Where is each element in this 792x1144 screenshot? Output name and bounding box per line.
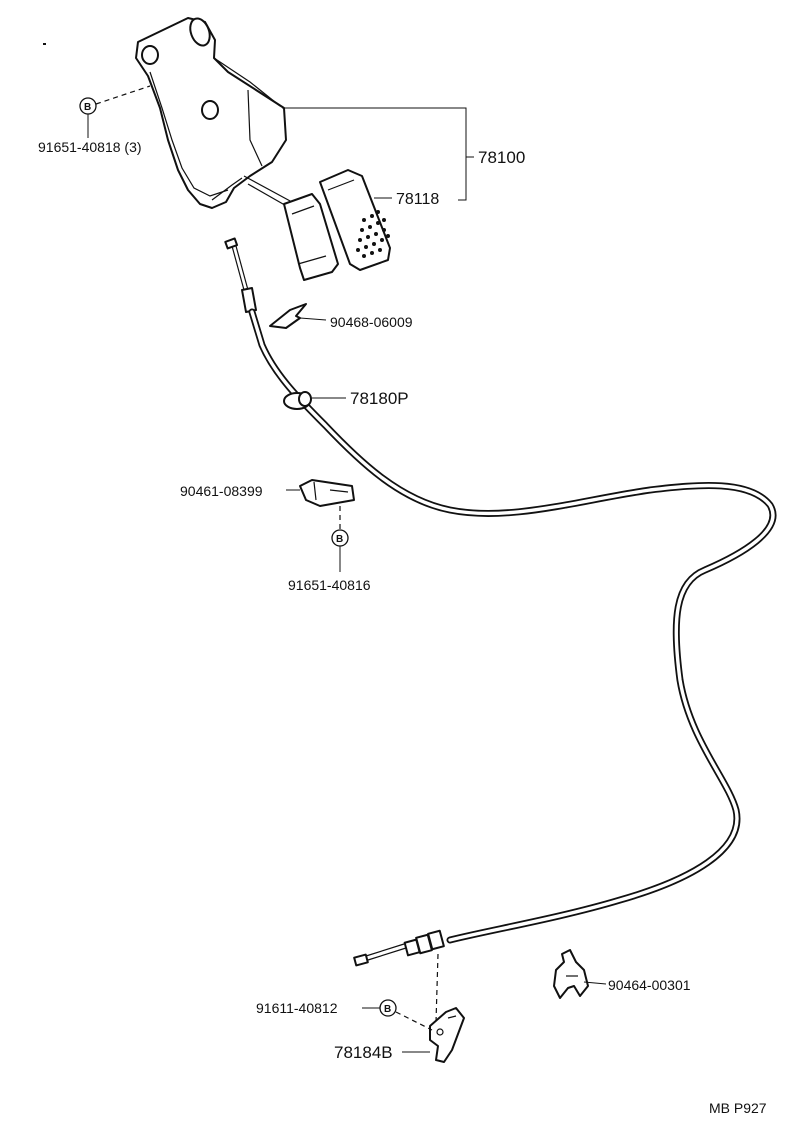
label-90468-06009: 90468-06009 xyxy=(330,314,413,330)
pedal-pad-78118 xyxy=(319,169,391,271)
clip-90464-00301 xyxy=(553,949,589,999)
label-91611-40812: 91611-40812 xyxy=(256,1000,338,1016)
leader-90468 xyxy=(299,317,327,321)
stray-mark xyxy=(43,43,46,45)
corner-code: MB P927 xyxy=(709,1100,767,1116)
pad-texture-dots xyxy=(356,210,390,258)
label-78180P: 78180P xyxy=(350,389,409,408)
label-90461-08399: 90461-08399 xyxy=(180,483,263,499)
clamp-90461-08399 xyxy=(299,479,355,507)
pedal-pad-assembled xyxy=(283,193,339,281)
clip-90468-06009 xyxy=(269,303,307,329)
bolt-symbol-bottom: B xyxy=(362,999,433,1031)
bolt-letter: B xyxy=(336,534,343,545)
label-78184B: 78184B xyxy=(334,1043,393,1062)
pedal-bracket xyxy=(135,17,287,209)
leader-78100 xyxy=(282,107,474,201)
dash-cable-bracket xyxy=(435,953,439,1023)
label-91651-40818: 91651-40818 (3) xyxy=(38,139,142,155)
leader-90464 xyxy=(583,981,607,985)
bolt-symbol-middle: B xyxy=(331,529,349,572)
label-78118: 78118 xyxy=(396,191,439,208)
bracket-78184B xyxy=(429,1007,465,1063)
label-90464-00301: 90464-00301 xyxy=(608,977,691,993)
label-91651-40816: 91651-40816 xyxy=(288,577,371,593)
accelerator-cable xyxy=(224,237,777,967)
bolt-symbol-top: B xyxy=(79,85,151,138)
bolt-letter: B xyxy=(84,102,91,113)
label-78100: 78100 xyxy=(478,148,525,167)
bolt-letter: B xyxy=(384,1004,391,1015)
